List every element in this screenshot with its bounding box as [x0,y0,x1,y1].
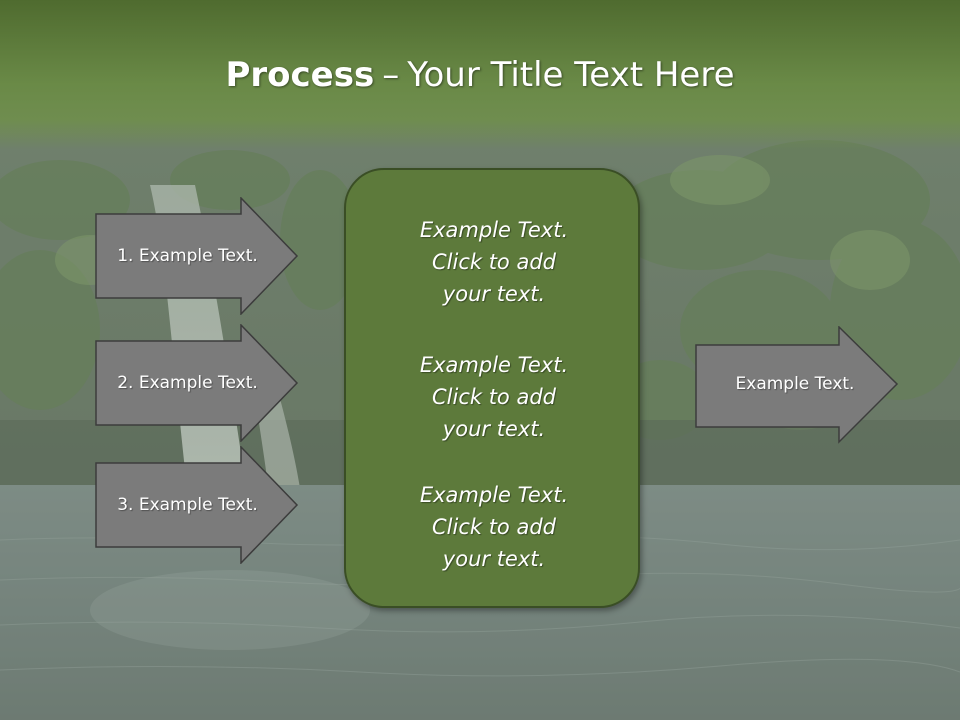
center-text-block-1[interactable]: Example Text. Click to add your text. [346,214,642,310]
title-dash: – [382,55,400,95]
center-text-line: Example Text. [419,353,569,377]
center-text-line: your text. [442,417,546,441]
center-text-line: Click to add [431,515,556,539]
center-text-line: Example Text. [419,483,569,507]
center-text-line: Example Text. [419,218,569,242]
arrow-shape-1 [95,197,299,315]
result-arrow[interactable]: Example Text. [695,326,899,444]
center-text-line: your text. [442,282,546,306]
arrow-label-3: 3. Example Text. [117,495,258,515]
slide-title: Process–Your Title Text Here [0,52,960,98]
arrow-label-2: 2. Example Text. [117,373,258,393]
title-band [0,0,960,150]
result-arrow-shape [695,326,899,444]
arrow-shape-2 [95,324,299,442]
result-arrow-label: Example Text. [735,374,855,394]
center-content-box[interactable]: Example Text. Click to add your text. Ex… [344,168,640,608]
center-text-line: Click to add [431,250,556,274]
process-arrow-2[interactable]: 2. Example Text. [95,324,299,442]
center-text-block-2[interactable]: Example Text. Click to add your text. [346,349,642,445]
arrow-label-1: 1. Example Text. [117,246,258,266]
title-bold: Process [225,55,375,95]
center-text-block-3[interactable]: Example Text. Click to add your text. [346,479,642,575]
center-text-line: Click to add [431,385,556,409]
title-text: Your Title Text Here [407,55,735,95]
center-text-line: your text. [442,547,546,571]
arrow-shape-3 [95,446,299,564]
process-arrow-1[interactable]: 1. Example Text. [95,197,299,315]
process-arrow-3[interactable]: 3. Example Text. [95,446,299,564]
